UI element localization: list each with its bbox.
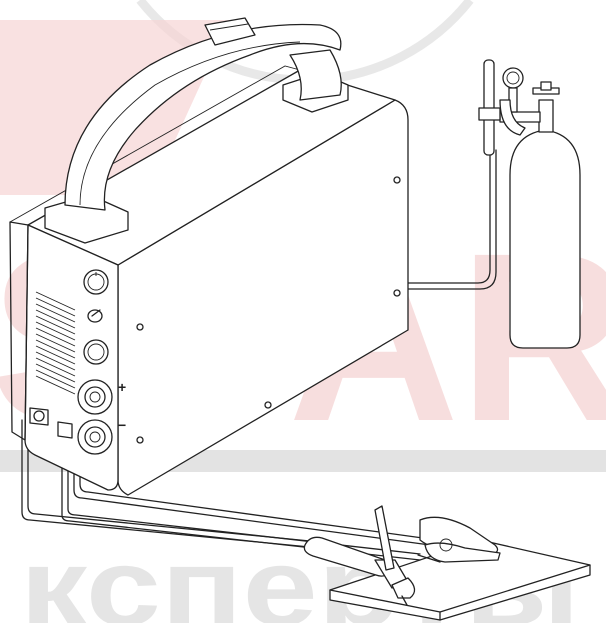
gas-cylinder-assembly: [478, 59, 581, 349]
pressure-gauge: [502, 67, 524, 89]
arc-force-knob[interactable]: [83, 339, 109, 365]
torch-nozzle: [391, 577, 416, 599]
mode-switch[interactable]: [87, 309, 103, 323]
screw: [136, 323, 144, 331]
welding-machine: + −: [9, 17, 409, 496]
tig-torch[interactable]: [303, 505, 416, 606]
screw: [393, 289, 401, 297]
welder-side-panel: [117, 99, 409, 496]
negative-terminal-label: −: [118, 417, 126, 433]
screw: [393, 176, 401, 184]
ground-clamp[interactable]: [417, 516, 501, 563]
positive-socket[interactable]: [77, 379, 113, 415]
positive-terminal-label: +: [118, 379, 126, 395]
ventilation-grille: [35, 291, 76, 395]
screw: [264, 401, 272, 409]
current-knob[interactable]: [83, 269, 109, 295]
negative-socket[interactable]: [77, 419, 113, 455]
carrying-handle[interactable]: [64, 17, 342, 211]
gas-connector[interactable]: [29, 407, 49, 426]
cables: [21, 149, 497, 561]
torch-back-cap: [374, 505, 395, 571]
gas-cylinder: [509, 129, 581, 349]
screw: [136, 436, 144, 444]
control-connector[interactable]: [57, 421, 73, 439]
cylinder-valve[interactable]: [538, 99, 554, 133]
